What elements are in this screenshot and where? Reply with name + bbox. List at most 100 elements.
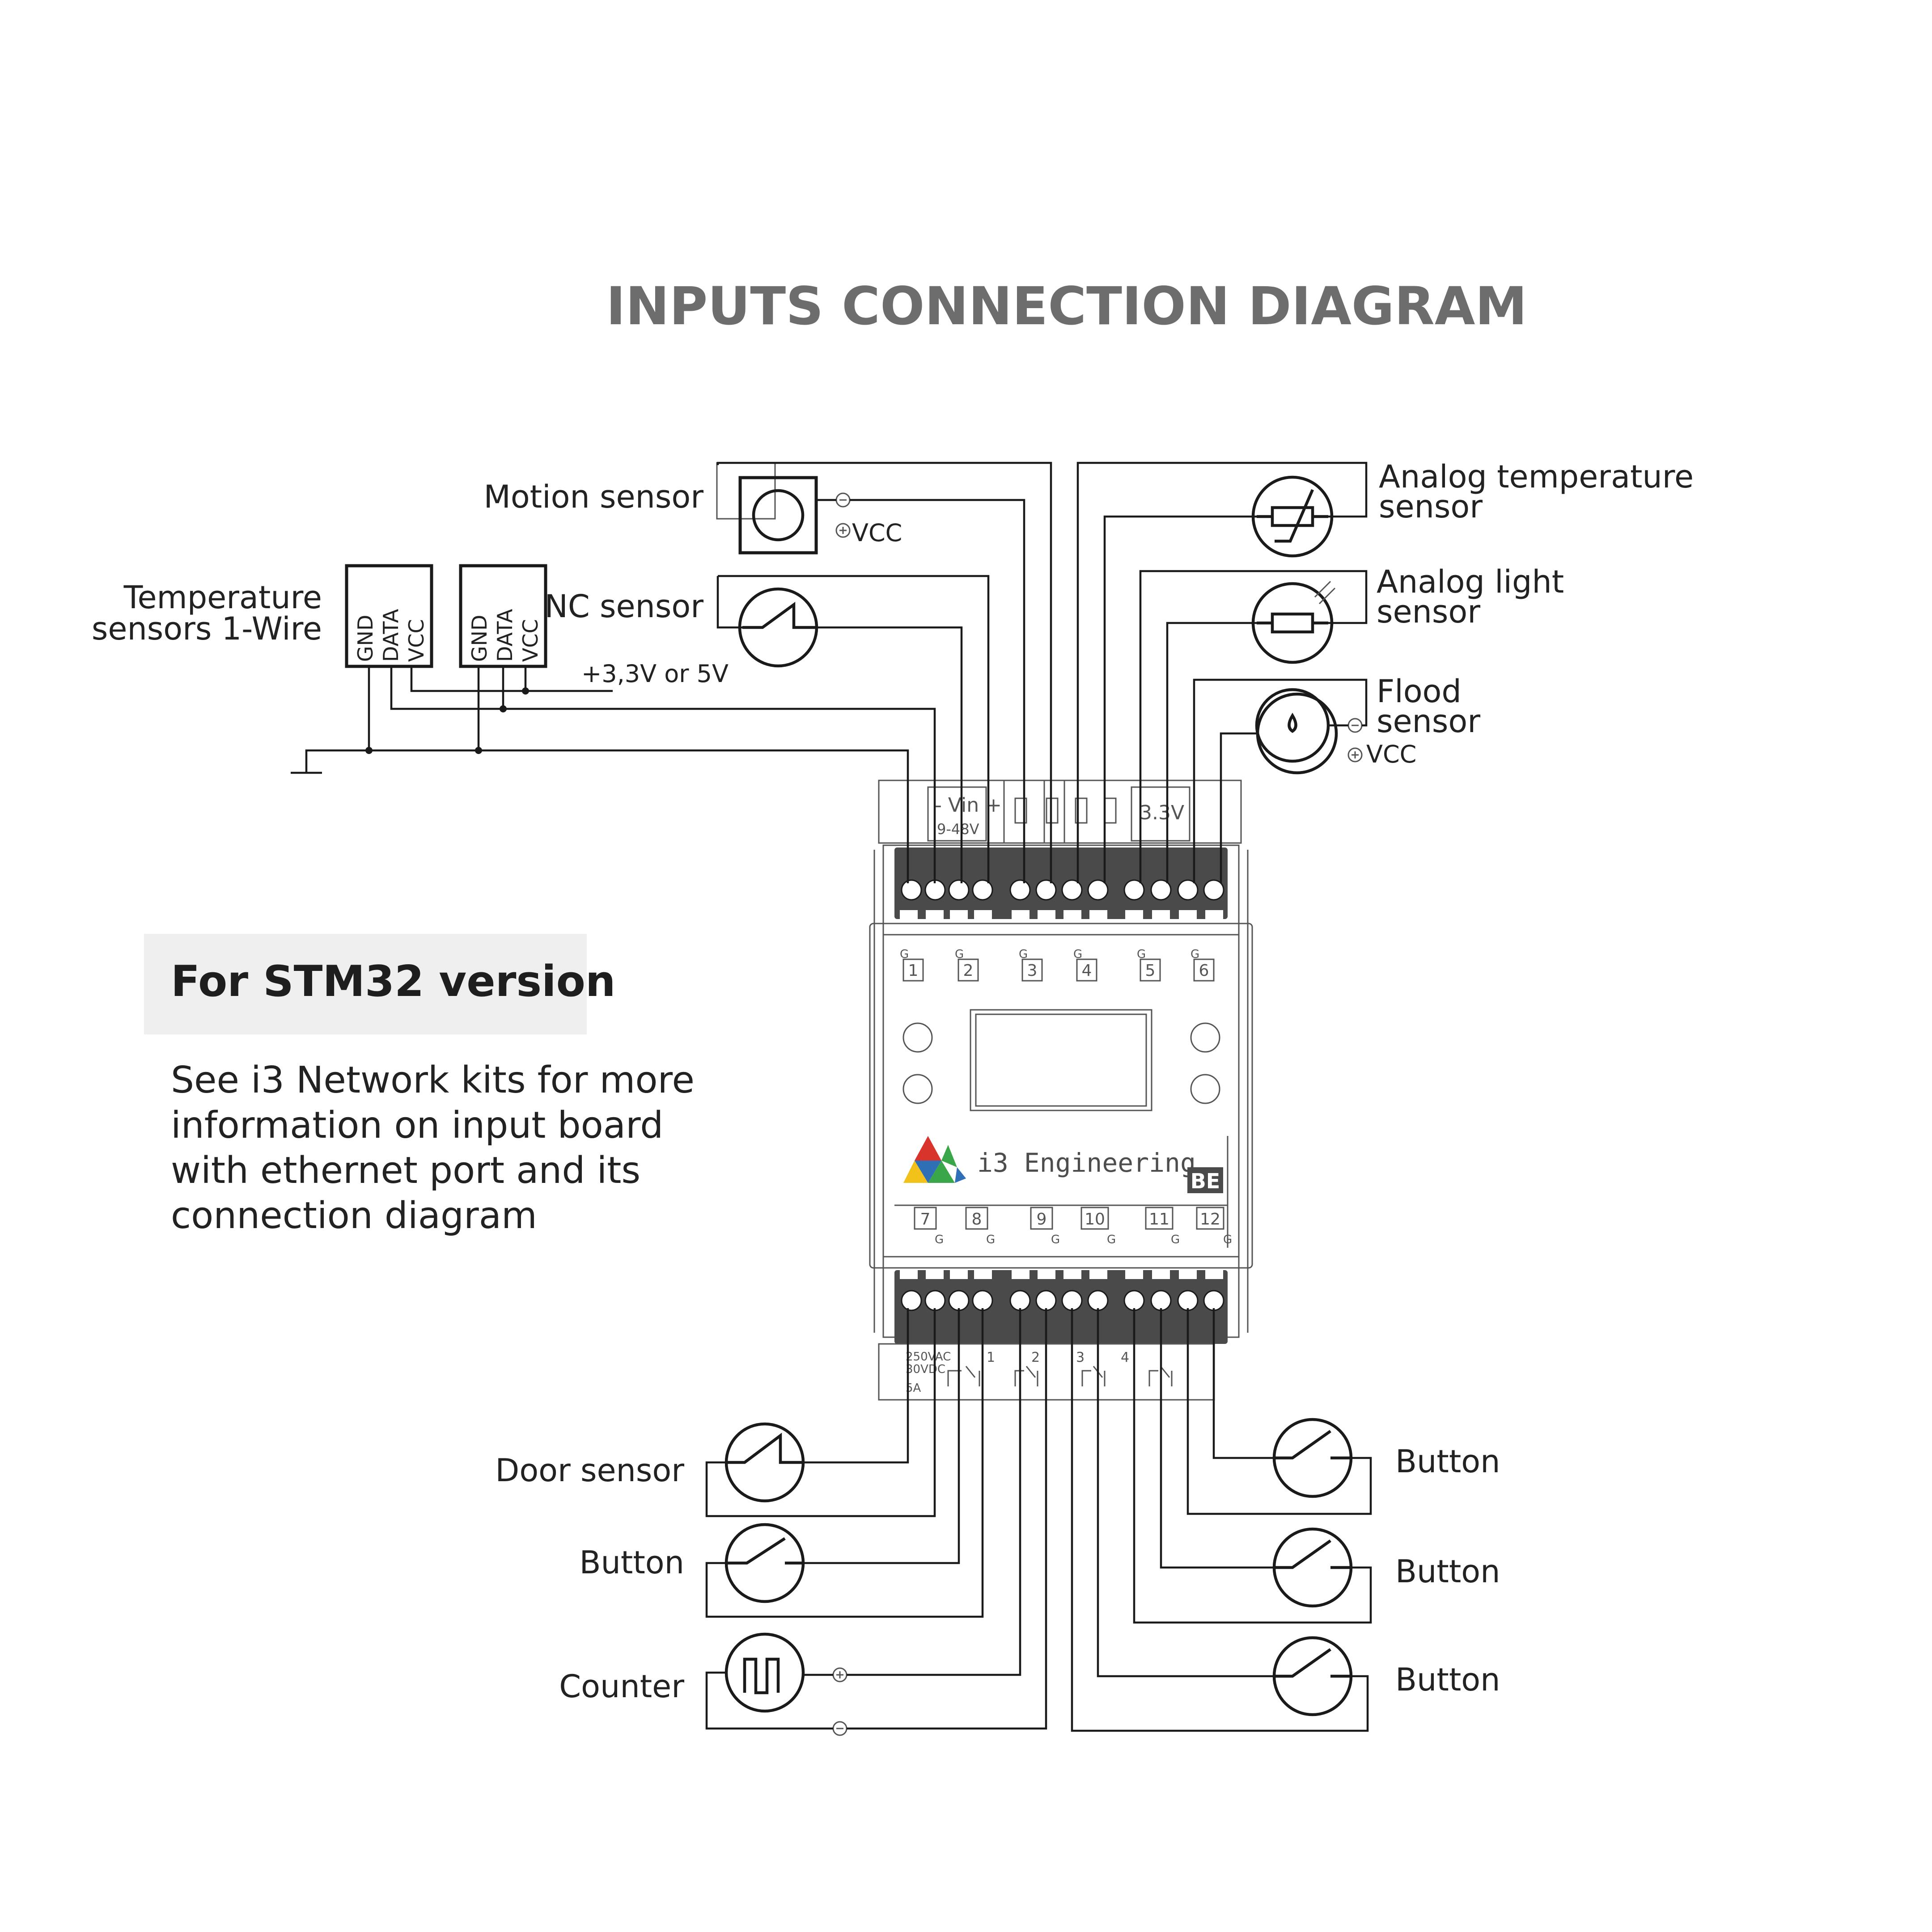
button-left-wires [705,1308,984,1618]
top-terminal-block [894,847,1228,919]
nc-sensor-wires [716,575,990,883]
analog-light-label-line2: sensor [1377,593,1480,630]
analog-light-label-line1: Analog light [1377,564,1564,600]
brand-name: i3 Engineering [977,1148,1196,1178]
motion-sensor-vcc-label: VCC [852,519,902,547]
top-screw-terminals [900,879,1224,919]
motion-sensor: VCC [716,462,902,555]
top-plug-connectors: - Vin + 9-48V 3.3V [878,780,1242,844]
relay-number: 4 [1121,1350,1129,1365]
motion-sensor-label: Motion sensor [483,479,703,515]
input-number: 6 [1199,962,1209,980]
pin-gnd-label: GND [467,615,491,662]
ground-mark: G [1137,948,1146,961]
button-right-2-wires [1133,1308,1372,1624]
stm32-note-heading: For STM32 version [171,957,616,1006]
pin-data-label: DATA [493,609,517,662]
button-right-1-label: Button [1395,1443,1500,1480]
flood-sensor-label-line1: Flood [1377,673,1462,710]
input-number: 8 [972,1210,982,1229]
button-right-3-label: Button [1395,1661,1500,1698]
diagram-title: INPUTS CONNECTION DIAGRAM [606,275,1527,337]
door-sensor-wires [705,1308,936,1517]
input-number: 4 [1082,962,1092,980]
be-badge: BE [1191,1169,1220,1193]
ground-mark: G [955,948,964,961]
button-right-1-wires [1186,1308,1372,1515]
input-number: 5 [1145,962,1156,980]
motion-sensor-wires [716,462,1052,883]
door-sensor-label: Door sensor [495,1452,684,1489]
brand-logo-icon [903,1136,966,1183]
bottom-screw-terminals [900,1270,1224,1311]
badge-background [1187,1167,1223,1193]
counter [724,1632,847,1736]
temperature-1wire-sensor-b: GND DATA VCC [459,564,547,668]
pin-gnd-label: GND [353,615,377,662]
stm32-note-box [144,934,587,1034]
input-number: 11 [1149,1210,1169,1229]
ground-mark: G [1051,1233,1060,1246]
ground-mark: G [1171,1233,1180,1246]
relay-connector: 250VAC 30VDC 5A 1 2 3 4 [878,1343,1215,1401]
led-bottom-right [1190,1074,1220,1104]
button-right-3 [1272,1636,1353,1716]
input-number: 10 [1085,1210,1105,1229]
io-module: - Vin + 9-48V 3.3V [869,780,1253,1401]
relay-number: 3 [1076,1350,1085,1365]
button-right-2-label: Button [1395,1553,1500,1590]
input-number: 1 [908,962,919,980]
ground-mark: G [1191,948,1199,961]
button-left-label: Button [580,1544,684,1581]
input-number: 7 [920,1210,931,1229]
display-window [970,1009,1152,1111]
button-left [724,1523,805,1603]
relay-number: 2 [1031,1350,1040,1365]
counter-label: Counter [559,1668,684,1705]
nc-sensor-label: NC sensor [545,588,704,625]
stm32-note-body: See i3 Network kits for more information… [171,1059,695,1237]
door-sensor [724,1422,805,1503]
ground-mark: G [935,1233,944,1246]
analog-light-sensor [1251,580,1336,664]
pin-vcc-label: VCC [404,619,428,662]
ground-mark: G [900,948,909,961]
vin-label: - Vin + [935,794,1002,817]
pin-data-label: DATA [379,609,403,662]
ground-mark: G [1073,948,1082,961]
supply-voltage-label: +3,3V or 5V [581,660,729,688]
nc-sensor [738,587,818,668]
out-33v-label: 3.3V [1140,801,1184,824]
analog-temperature-wires [1076,462,1368,883]
counter-wires [705,1308,1047,1730]
ground-mark: G [1223,1233,1232,1246]
1wire-wires [305,666,936,883]
bottom-input-numbers: 7 8 9 10 11 12 G G G G G G [914,1207,1232,1246]
flood-vcc-label: VCC [1366,740,1416,768]
button-right-2 [1272,1527,1353,1608]
pin-vcc-label: VCC [518,619,542,662]
temperature-sensors-label-line2: sensors 1-Wire [92,610,322,647]
flood-sensor-label-line2: sensor [1377,703,1480,740]
led-top-left [902,1022,933,1053]
ground-mark: G [1019,948,1028,961]
ground-mark: G [1107,1233,1116,1246]
led-top-right [1190,1022,1220,1053]
top-input-numbers: 1 2 3 4 5 6 G G G G G G [900,948,1215,982]
temperature-1wire-sensor-a: GND DATA VCC [345,564,433,668]
input-number: 12 [1200,1210,1220,1229]
button-right-1 [1272,1418,1353,1498]
front-panel [869,923,1253,1269]
ground-mark: G [986,1233,995,1246]
vin-range: 9-48V [937,821,979,838]
button-right-3-wires [1071,1308,1369,1732]
input-number: 3 [1027,962,1038,980]
analog-temperature-label-line1: Analog temperature [1379,458,1694,495]
input-number: 9 [1037,1210,1047,1229]
relay-rating: 30VDC [906,1363,945,1376]
led-bottom-left [902,1074,933,1104]
flood-sensor-wires [1193,678,1368,883]
relay-number: 1 [987,1350,995,1365]
analog-temperature-label-line2: sensor [1379,488,1483,525]
